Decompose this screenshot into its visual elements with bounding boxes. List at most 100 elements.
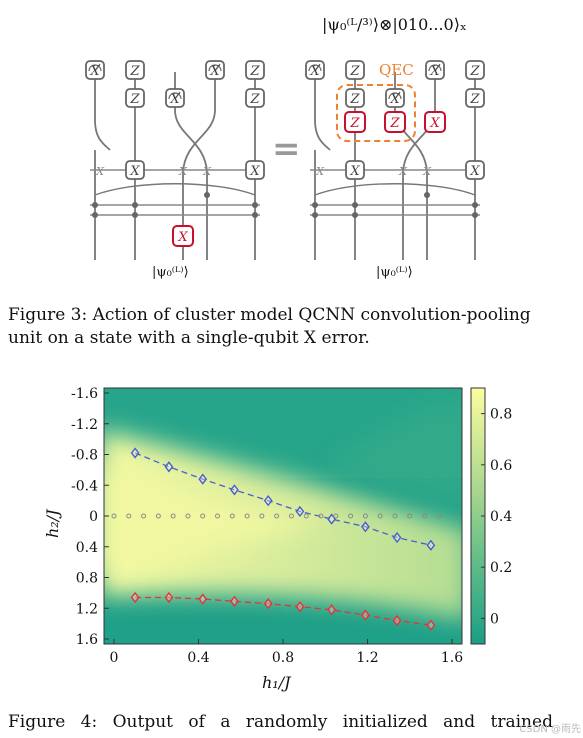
figure4-caption: Figure 4: Output of a randomly initializ… bbox=[8, 712, 578, 732]
gate-z: Z bbox=[465, 88, 485, 108]
qec-label: QEC bbox=[379, 61, 414, 79]
x-marker: X bbox=[398, 165, 408, 178]
gate-x: X bbox=[385, 88, 405, 108]
meter-needle bbox=[214, 63, 221, 72]
gate-box bbox=[125, 60, 145, 80]
y-tick-label: -0.4 bbox=[71, 478, 98, 494]
data-point-gray bbox=[259, 513, 265, 519]
x-marker: X bbox=[422, 165, 432, 178]
gate-z: Z bbox=[125, 88, 145, 108]
gate-letter: Z bbox=[249, 92, 260, 107]
data-point-gray bbox=[392, 513, 398, 519]
gate-z: Z bbox=[245, 60, 265, 80]
gate-box bbox=[465, 160, 485, 180]
series-layer bbox=[111, 447, 442, 631]
x-tick-label: 0.8 bbox=[272, 650, 294, 666]
data-point-blue bbox=[198, 473, 208, 485]
data-point-blue bbox=[230, 484, 239, 496]
control-dot bbox=[92, 202, 98, 208]
gate-letter: X bbox=[389, 92, 400, 107]
data-point-red bbox=[426, 619, 436, 631]
gate-letter: Z bbox=[249, 64, 260, 79]
data-point-blue bbox=[164, 461, 174, 473]
gate-x: X bbox=[125, 160, 145, 180]
data-point-red bbox=[361, 609, 370, 621]
qubit-wire bbox=[174, 72, 208, 260]
control-dot bbox=[472, 202, 478, 208]
control-dot bbox=[312, 212, 318, 218]
control-dot bbox=[132, 202, 138, 208]
data-point-red bbox=[392, 614, 402, 627]
series-line-red bbox=[135, 596, 431, 626]
y-tick-label: 1.6 bbox=[76, 632, 98, 648]
gate-box bbox=[125, 88, 145, 108]
control-arc bbox=[314, 183, 476, 196]
data-point-gray bbox=[185, 513, 191, 519]
gate-box bbox=[245, 60, 265, 80]
series-line-blue bbox=[134, 452, 432, 546]
gate-x: X bbox=[465, 160, 485, 180]
x-marker: X bbox=[315, 165, 325, 178]
data-point-gray bbox=[170, 513, 176, 519]
control-dot bbox=[352, 202, 358, 208]
data-point-gray bbox=[348, 513, 354, 519]
gate-letter: X bbox=[429, 64, 440, 79]
meter-icon bbox=[308, 64, 322, 72]
y-axis-label: h₂/J bbox=[43, 508, 62, 538]
gate-box bbox=[345, 60, 365, 80]
data-point-blue bbox=[426, 539, 436, 551]
control-dot bbox=[204, 192, 210, 198]
gate-x: X bbox=[245, 160, 265, 180]
figure3-caption-label: Figure 3: bbox=[8, 305, 88, 325]
gate-letter: X bbox=[349, 164, 360, 179]
gate-box bbox=[172, 225, 194, 247]
control-dot bbox=[132, 212, 138, 218]
meter-needle bbox=[434, 63, 441, 72]
y-tick-label: 0 bbox=[89, 509, 98, 525]
control-dot bbox=[352, 212, 358, 218]
top-state-label: |ψ₀⁽ᴸ/³⁾⟩⊗|010...0⟩ₓ bbox=[322, 15, 467, 34]
control-dot bbox=[424, 192, 430, 198]
x-axis-label: h₁/J bbox=[262, 673, 292, 692]
y-tick-label: 1.2 bbox=[76, 601, 98, 617]
colorbar-ticks: 00.20.40.60.8 bbox=[481, 407, 512, 627]
gate-letter: Z bbox=[129, 64, 140, 79]
data-point-gray bbox=[288, 513, 294, 519]
gate-letter: Z bbox=[129, 92, 140, 107]
data-point-gray bbox=[436, 513, 442, 519]
gate-letter: X bbox=[177, 230, 188, 245]
gate-letter: X bbox=[469, 164, 480, 179]
data-point-blue bbox=[130, 447, 140, 459]
bottom-left-state-label: |ψ₀⁽ᴸ⁾⟩ bbox=[152, 265, 189, 280]
data-point-gray bbox=[200, 513, 206, 519]
x-tick-label: 0.4 bbox=[187, 650, 209, 666]
meter-icon bbox=[88, 64, 102, 72]
data-point-red bbox=[230, 595, 239, 607]
figure3-caption: Figure 3: Action of cluster model QCNN c… bbox=[8, 304, 568, 350]
gate-letter: Z bbox=[389, 116, 400, 131]
gate-letter: X bbox=[429, 116, 440, 131]
gate-x: X bbox=[85, 60, 105, 80]
x-marker: X bbox=[178, 165, 188, 178]
data-point-gray bbox=[422, 513, 428, 519]
qec-box bbox=[336, 84, 416, 142]
data-point-red bbox=[295, 601, 305, 613]
gate-letter: X bbox=[129, 164, 140, 179]
gate-letter: X bbox=[309, 64, 320, 79]
colorbar-tick-label: 0.2 bbox=[490, 560, 512, 576]
data-point-gray bbox=[274, 513, 280, 519]
error-x-gate: X bbox=[424, 111, 446, 133]
control-dot bbox=[92, 212, 98, 218]
x-tick-label: 0 bbox=[110, 650, 119, 666]
gate-letter: X bbox=[169, 92, 180, 107]
data-point-gray bbox=[141, 513, 147, 519]
gate-box bbox=[245, 88, 265, 108]
gate-z: Z bbox=[125, 60, 145, 80]
control-dot bbox=[472, 212, 478, 218]
data-point-gray bbox=[229, 513, 235, 519]
data-point-blue bbox=[361, 521, 370, 533]
meter-needle bbox=[94, 63, 101, 72]
x-tick-label: 1.6 bbox=[441, 650, 463, 666]
